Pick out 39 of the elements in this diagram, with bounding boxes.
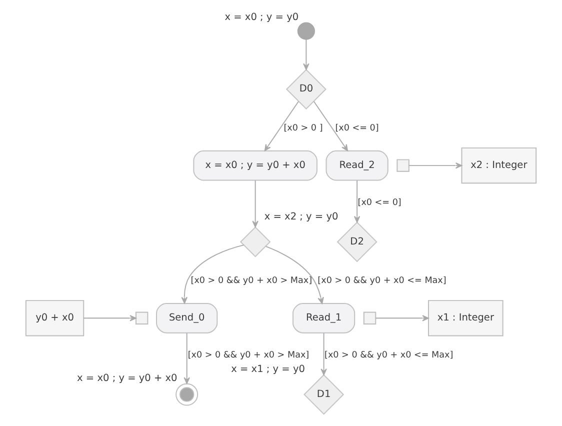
arrow bbox=[264, 101, 299, 152]
arrow bbox=[408, 162, 462, 169]
node-label: x = x2 ; y = y0 bbox=[264, 211, 338, 222]
arrow bbox=[303, 38, 310, 70]
edge-label: [x0 > 0 ] bbox=[284, 124, 323, 134]
node-box: Read_1 bbox=[292, 303, 356, 334]
node-box bbox=[363, 312, 376, 325]
node-box: Send_0 bbox=[156, 303, 218, 334]
node-circle bbox=[297, 22, 315, 40]
arrow bbox=[184, 332, 190, 384]
edge-label: [x0 <= 0] bbox=[335, 124, 379, 134]
node-label: x = x1 ; y = y0 bbox=[231, 364, 305, 375]
arrow bbox=[252, 180, 258, 228]
arrow bbox=[265, 246, 324, 304]
node-diamond: D0 bbox=[286, 68, 326, 110]
node-label: x = x0 ; y = y0 bbox=[224, 12, 299, 23]
arrow bbox=[83, 315, 136, 322]
node-diamond bbox=[240, 226, 271, 258]
edge-label: [x0 <= 0] bbox=[358, 198, 402, 208]
arrow bbox=[320, 332, 327, 376]
arrow bbox=[181, 244, 244, 304]
edge-label: [x0 > 0 && y0 + x0 <= Max] bbox=[324, 350, 454, 360]
node-box: x2 : Integer bbox=[461, 147, 537, 184]
arrow bbox=[375, 315, 429, 322]
node-box: x1 : Integer bbox=[428, 300, 504, 336]
arrow bbox=[354, 180, 360, 223]
node-circle bbox=[176, 383, 198, 406]
node-box bbox=[135, 312, 148, 325]
node-diamond: D2 bbox=[336, 222, 378, 262]
edge-label: [x0 > 0 && y0 + x0 <= Max] bbox=[318, 276, 446, 286]
node-box: Read_2 bbox=[326, 150, 388, 181]
arrow bbox=[313, 101, 348, 152]
edge-label: [x0 > 0 && y0 + x0 > Max] bbox=[188, 350, 310, 360]
edge-label: [x0 > 0 && y0 + x0 > Max] bbox=[190, 276, 312, 286]
node-box: y0 + x0 bbox=[25, 300, 84, 336]
node-diamond: D1 bbox=[304, 374, 344, 415]
node-label: x = x0 ; y = y0 + x0 bbox=[77, 372, 178, 384]
node-box bbox=[396, 159, 410, 172]
node-box: x = x0 ; y = y0 + x0 bbox=[193, 150, 318, 181]
